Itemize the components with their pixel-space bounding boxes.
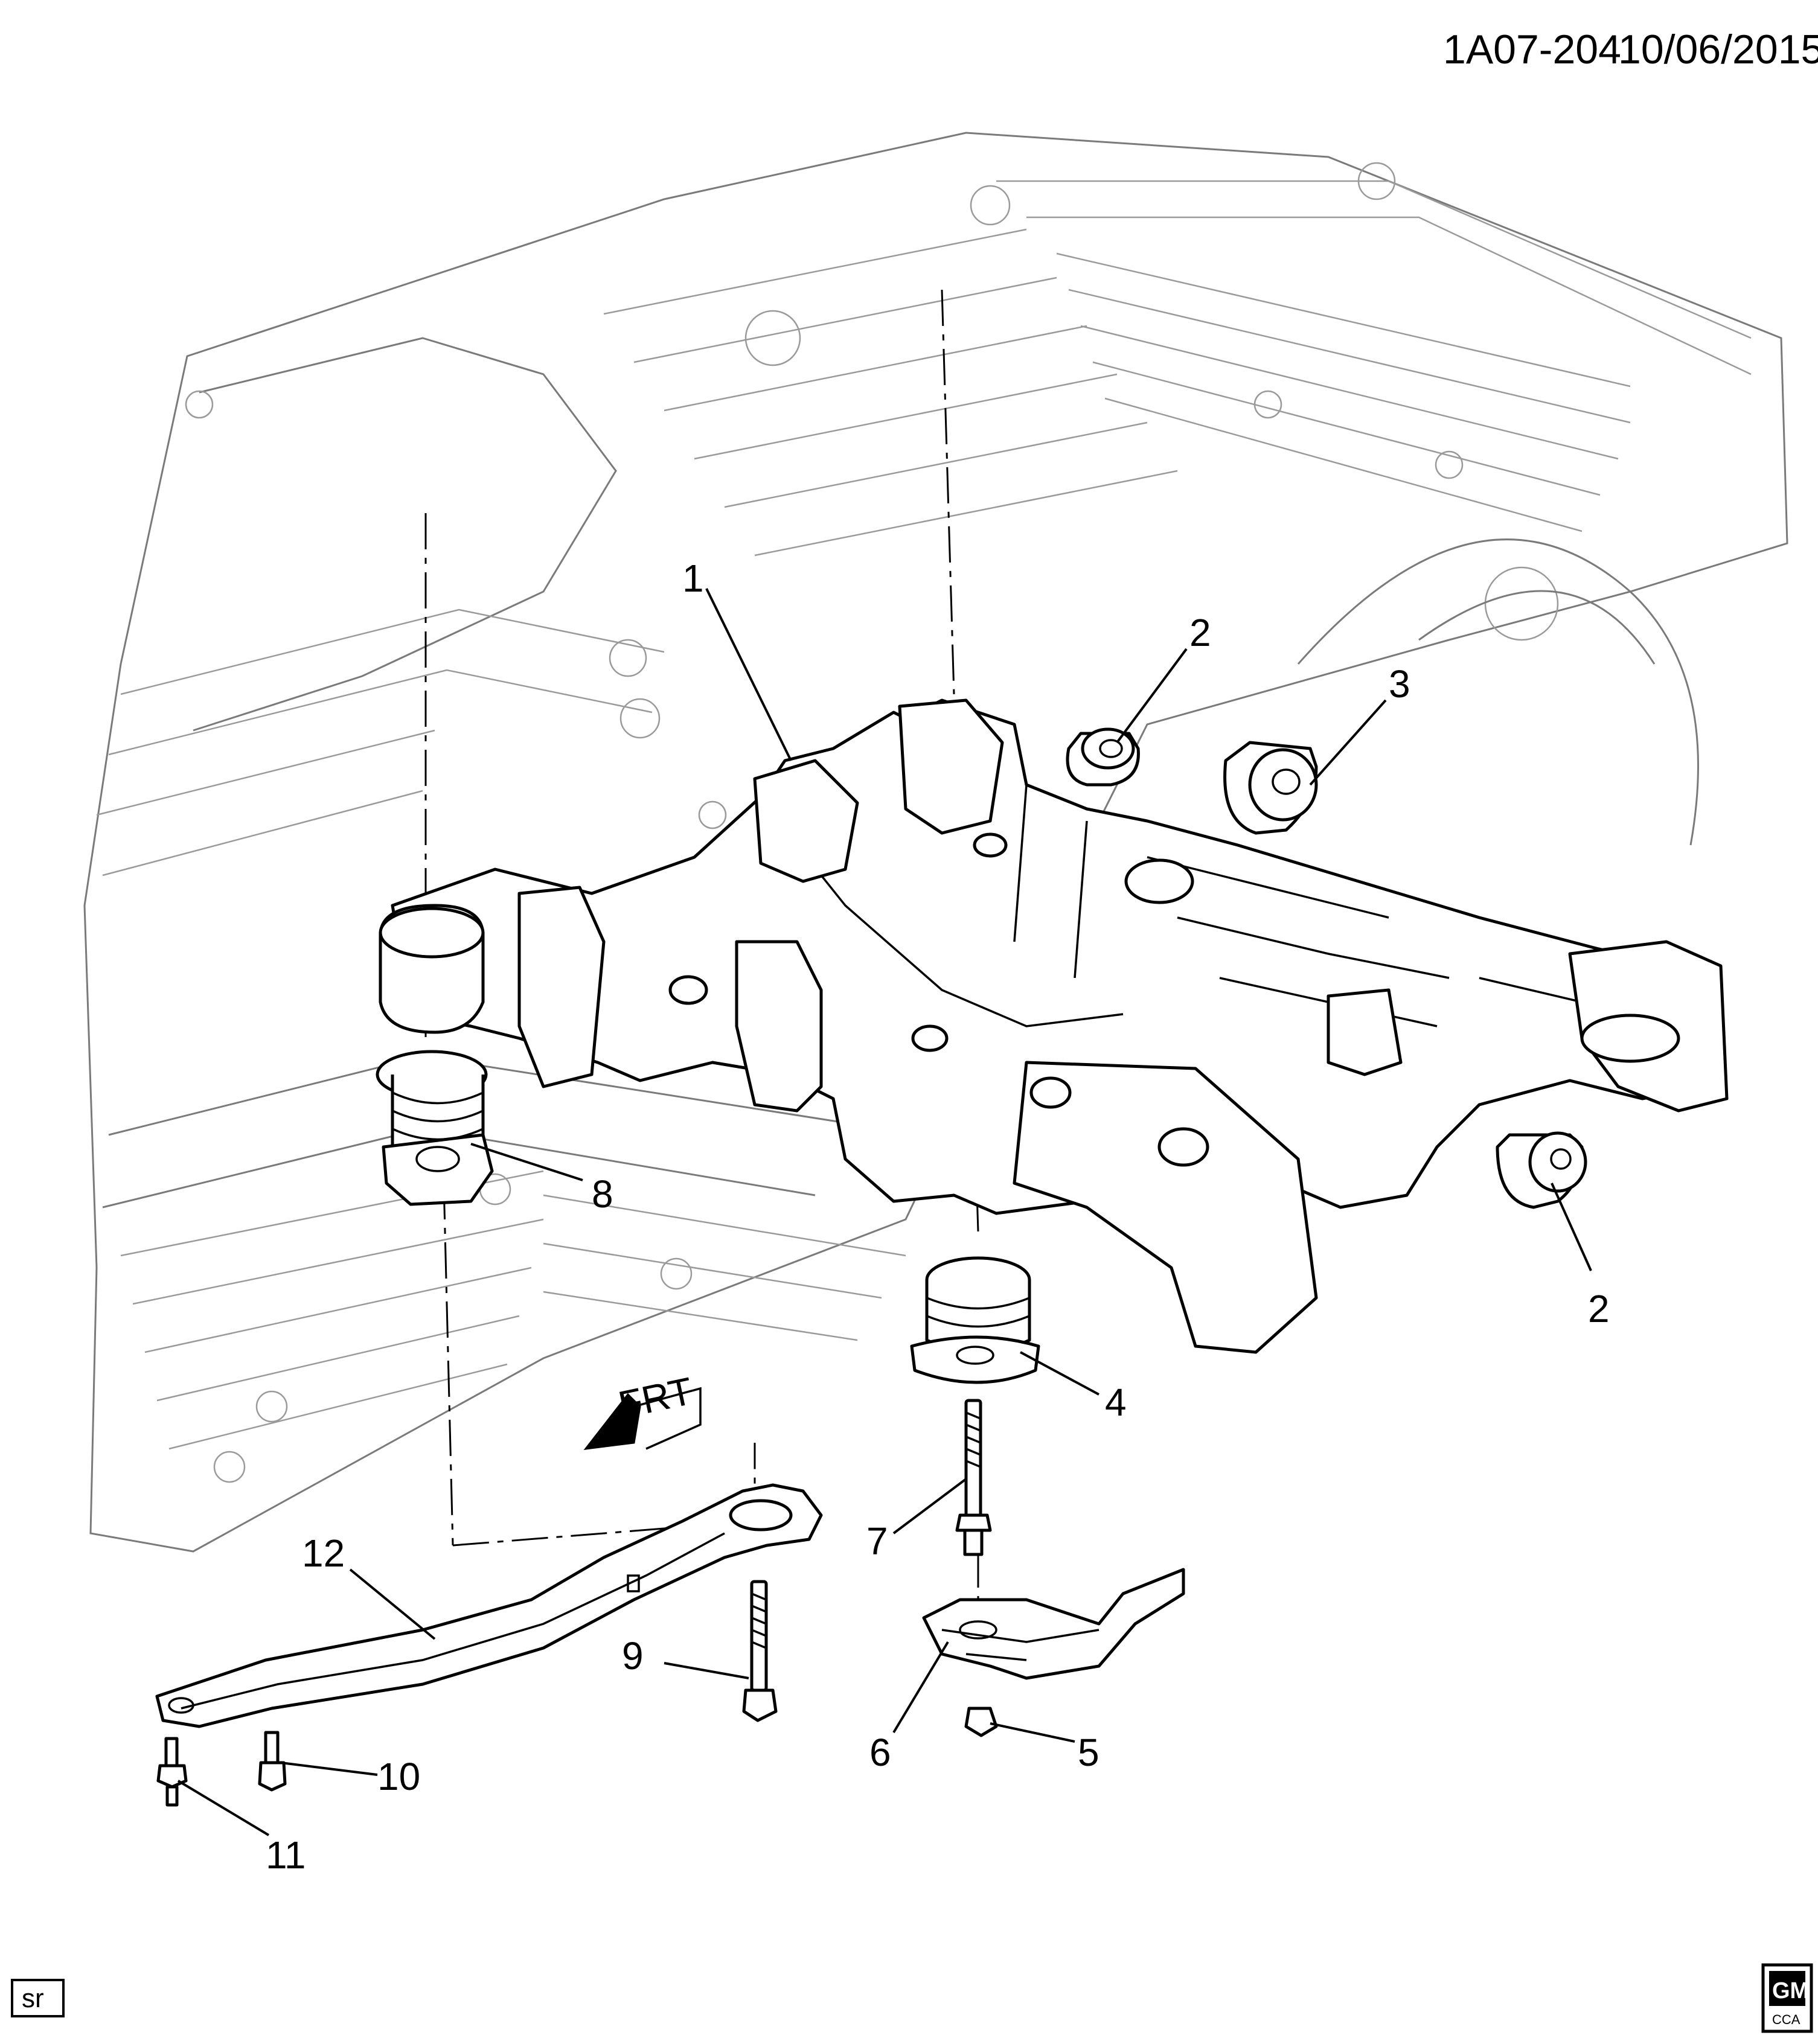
callout-2-lower: 2 <box>1588 1287 1610 1330</box>
insulator-left <box>376 904 494 1206</box>
corner-tag-text: sr <box>22 1984 44 2013</box>
gm-logo-subtext: CCA <box>1772 2012 1800 2027</box>
insulator-right <box>910 1256 1040 1384</box>
callout-4: 4 <box>1105 1381 1127 1424</box>
bushing-3 <box>1223 741 1318 835</box>
callout-numbers: 1 2 3 2 4 5 6 7 8 9 10 11 12 <box>266 557 1610 1877</box>
callout-11: 11 <box>266 1833 306 1877</box>
callout-12: 12 <box>302 1531 345 1575</box>
bolt-11 <box>156 1737 188 1807</box>
front-arrow-icon <box>583 1393 641 1450</box>
gm-logo-text: GM <box>1772 1978 1809 2004</box>
corner-tag: sr <box>11 1979 65 2017</box>
callout-10: 10 <box>377 1755 420 1798</box>
callout-9: 9 <box>622 1634 644 1678</box>
callout-1: 1 <box>682 557 704 600</box>
callout-6: 6 <box>869 1731 891 1774</box>
nut-5 <box>964 1707 998 1737</box>
bushing-upper <box>1066 727 1140 787</box>
front-direction-label: FRT <box>615 1369 697 1427</box>
bolt-9 <box>742 1580 778 1722</box>
callout-leaders <box>177 588 1592 1836</box>
gm-logo: GM CCA <box>1761 1963 1813 2033</box>
reinforcement-brace-12 <box>155 1483 823 1728</box>
illustration-date: 10/06/2015 <box>1618 27 1818 72</box>
callout-7: 7 <box>866 1519 888 1563</box>
front-direction-indicator: FRT <box>583 1369 702 1450</box>
crossmember-subframe <box>391 698 1729 1354</box>
illustration-id: 1A07-204 <box>1443 27 1621 72</box>
bolt-10 <box>258 1731 287 1792</box>
bushing-lower-right <box>1496 1131 1587 1209</box>
callout-2-upper: 2 <box>1189 611 1211 654</box>
bracket-6 <box>922 1568 1185 1680</box>
callout-8: 8 <box>592 1172 613 1216</box>
callout-5: 5 <box>1078 1731 1099 1774</box>
callout-3: 3 <box>1389 662 1410 706</box>
bolt-7 <box>955 1399 992 1556</box>
